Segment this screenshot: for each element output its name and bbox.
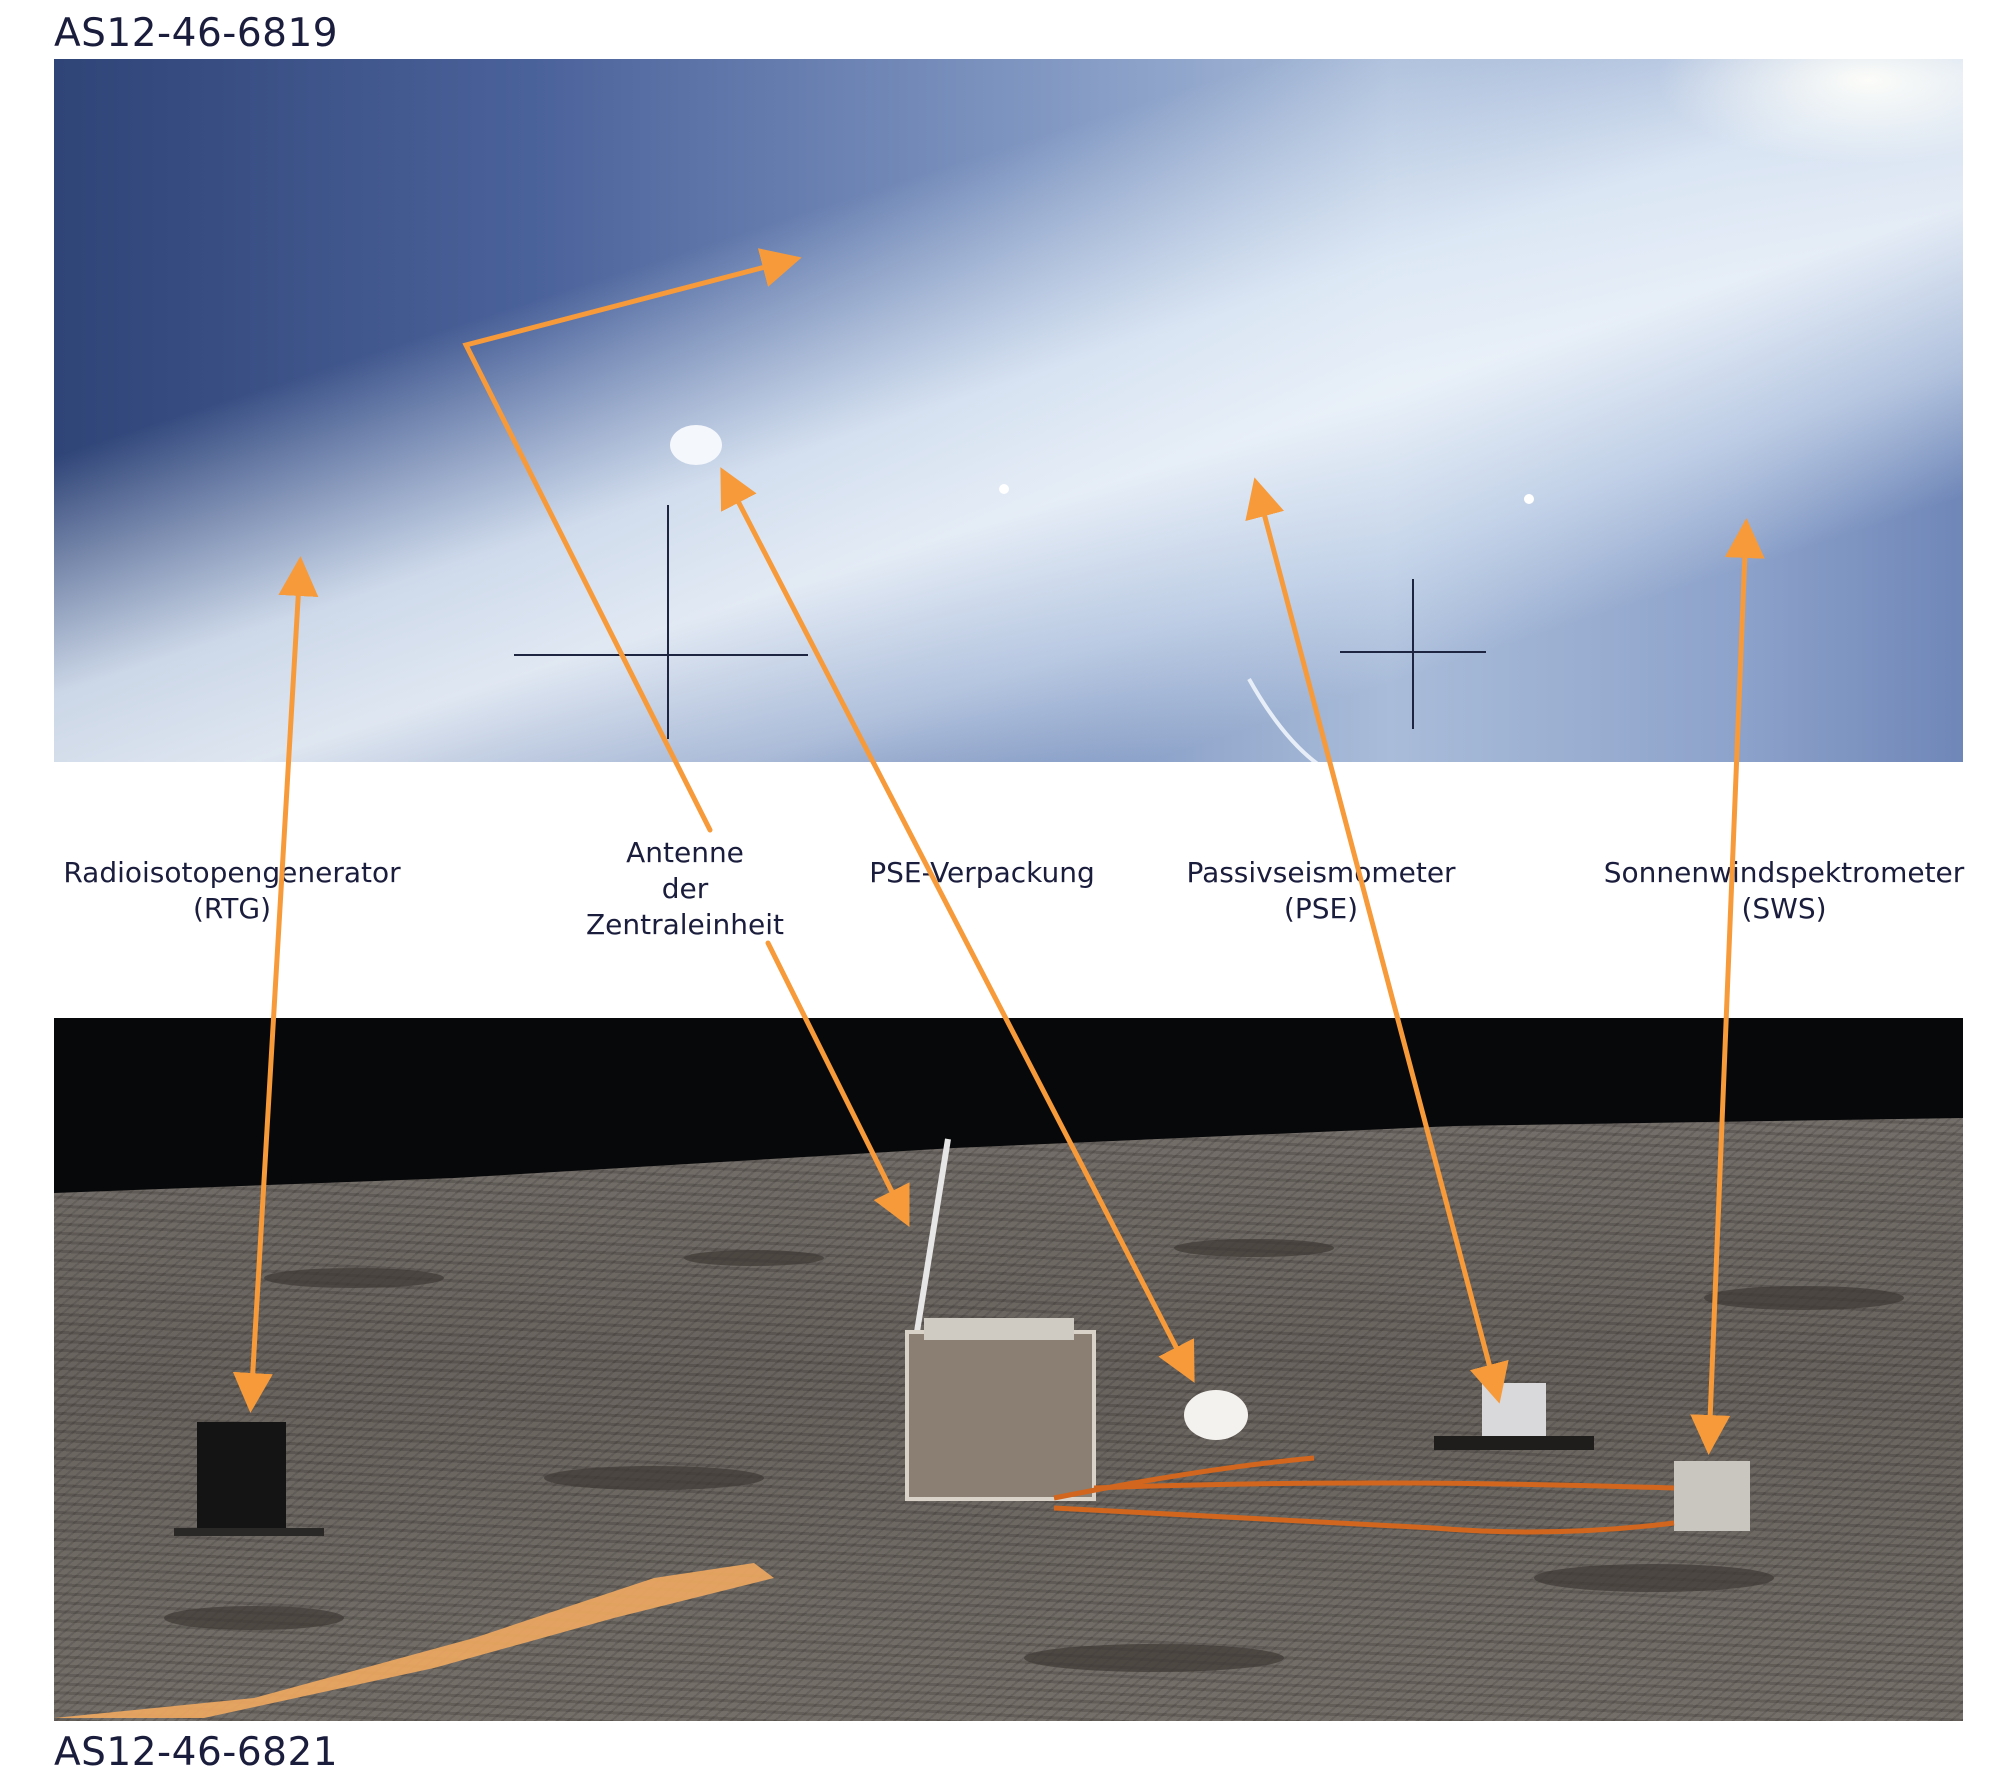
rtg-unit — [197, 1422, 286, 1532]
bottom-photo-details — [54, 1018, 1963, 1718]
cable-glint — [1247, 678, 1319, 762]
label-line: (SWS) — [1741, 892, 1827, 925]
reseau-crosshair — [1340, 579, 1486, 729]
foil-strip — [54, 1563, 774, 1718]
label-sws: Sonnenwindspektrometer (SWS) — [1604, 855, 1965, 927]
bottom-photo-alsep-site — [54, 1018, 1963, 1721]
label-line: Antenne — [626, 836, 744, 869]
rtg-base — [174, 1528, 324, 1536]
label-line: Passivseismometer — [1186, 856, 1456, 889]
label-line: der — [661, 872, 709, 905]
top-photo-lunar-surface-glare — [54, 59, 1963, 762]
label-pse-package: PSE-Verpackung — [869, 855, 1094, 891]
pse-package — [1184, 1390, 1248, 1440]
pse-package-glint — [670, 425, 722, 465]
antenna-mast — [913, 1138, 951, 1339]
label-pse: Passivseismometer (PSE) — [1186, 855, 1455, 927]
label-line: Sonnenwindspektrometer — [1603, 856, 1965, 889]
sws-instrument — [1674, 1461, 1750, 1531]
glint — [1524, 494, 1534, 504]
pse-instrument — [1482, 1383, 1546, 1439]
label-line: (PSE) — [1283, 892, 1359, 925]
top-photo-details — [514, 425, 1534, 762]
label-line: Zentraleinheit — [585, 908, 785, 941]
central-station — [905, 1330, 1096, 1501]
bottom-photo-id: AS12-46-6821 — [54, 1730, 339, 1775]
label-line: PSE-Verpackung — [869, 856, 1095, 889]
top-photo-id: AS12-46-6819 — [54, 11, 339, 56]
label-rtg: Radioisotopengenerator (RTG) — [63, 855, 400, 927]
pse-thermal-skirt — [1434, 1436, 1594, 1450]
black-sky — [54, 1018, 1963, 1193]
glint — [999, 484, 1009, 494]
label-antenna: Antenne der Zentraleinheit — [586, 835, 784, 943]
reseau-crosshair — [514, 505, 808, 739]
label-line: (RTG) — [192, 892, 272, 925]
central-station-top — [924, 1318, 1074, 1340]
label-line: Radioisotopengenerator — [63, 856, 401, 889]
cables — [1053, 1455, 1675, 1535]
